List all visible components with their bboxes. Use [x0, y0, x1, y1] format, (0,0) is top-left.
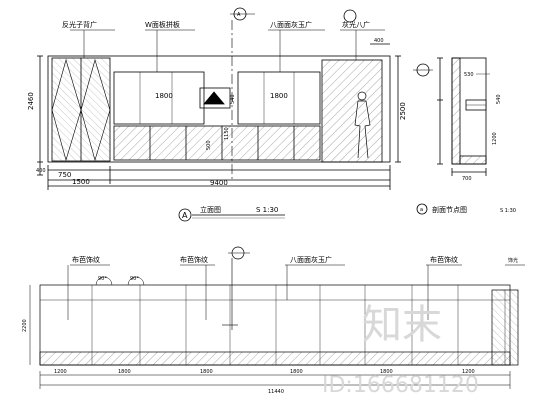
dim-panel-5: 1150 — [224, 127, 230, 140]
section-dim-1200: 1200 — [492, 132, 498, 145]
angle-2: 90° — [130, 276, 139, 282]
elevation-a-scale: S 1:30 — [256, 206, 278, 214]
dim-1500: 1500 — [72, 178, 90, 186]
central-niche — [199, 87, 231, 109]
section-dim-540: 540 — [496, 94, 502, 104]
elevation-b-base — [39, 351, 511, 366]
section-title: 剖面节点图 — [432, 205, 467, 214]
elevation-a-marker: A — [182, 211, 188, 220]
dim-b-2: 1800 — [118, 369, 131, 375]
callout-b1: 布芭饰纹 — [72, 255, 100, 264]
right-door — [321, 59, 383, 163]
elevation-a-title: 立面图 — [200, 205, 221, 214]
section-detail — [416, 57, 490, 215]
callout-b4: 布芭饰纹 — [430, 255, 458, 264]
elevation-a — [37, 7, 433, 222]
dim-b-6: 1200 — [462, 369, 475, 375]
callout-2: W面板拼板 — [145, 20, 180, 29]
dim-400-right: 400 — [374, 38, 384, 44]
dim-2460: 2460 — [27, 92, 35, 110]
section-scale: S 1:30 — [500, 208, 516, 214]
dim-b-5: 1800 — [380, 369, 393, 375]
dim-panel-1: 1800 — [155, 92, 173, 100]
callout-b2: 布芭饰纹 — [180, 255, 208, 264]
elevation-a-title-marker — [178, 208, 192, 222]
dim-9400: 9400 — [210, 179, 228, 187]
dim-panel-2: 1800 — [270, 92, 288, 100]
section-title-marker — [416, 203, 428, 215]
dim-panel-4: 500 — [206, 140, 212, 150]
section-marker-label: a — [420, 207, 423, 213]
human-figure — [354, 91, 371, 159]
section-tag-top: A — [237, 12, 241, 18]
dim-b-1: 1200 — [54, 369, 67, 375]
lower-base — [113, 125, 321, 161]
dim-b-total: 11440 — [268, 389, 284, 395]
upper-panel-left — [113, 71, 205, 125]
dim-b-left: 2200 — [22, 319, 28, 332]
watermark-brand: 知末 — [362, 302, 442, 348]
elevation-a-frame — [47, 55, 391, 163]
dim-panel-3: 540 — [230, 94, 236, 104]
upper-panel-right — [237, 71, 321, 125]
callout-4: 灰光八广 — [342, 20, 370, 29]
dim-b-4: 1800 — [290, 369, 303, 375]
dim-750: 750 — [58, 171, 71, 179]
dim-2500: 2500 — [399, 102, 407, 120]
section-dim-530: 530 — [464, 72, 474, 78]
angle-1: 90° — [98, 276, 107, 282]
dim-b-3: 1800 — [200, 369, 213, 375]
callout-1: 反光子背广 — [62, 20, 97, 29]
watermark-id: ID:166681120 — [322, 373, 479, 398]
dim-400-left: 400 — [36, 168, 46, 174]
callout-b3: 八面面灰玉广 — [290, 255, 332, 264]
section-dim-700: 700 — [462, 176, 472, 182]
callout-3: 八面面灰玉广 — [270, 20, 312, 29]
elevation-b — [29, 246, 525, 389]
labels: 反光子背广 W面板拼板 八面面灰玉广 灰光八广 A 2460 400 1800 … — [22, 12, 518, 395]
callout-b5: 饰光 — [508, 257, 518, 264]
